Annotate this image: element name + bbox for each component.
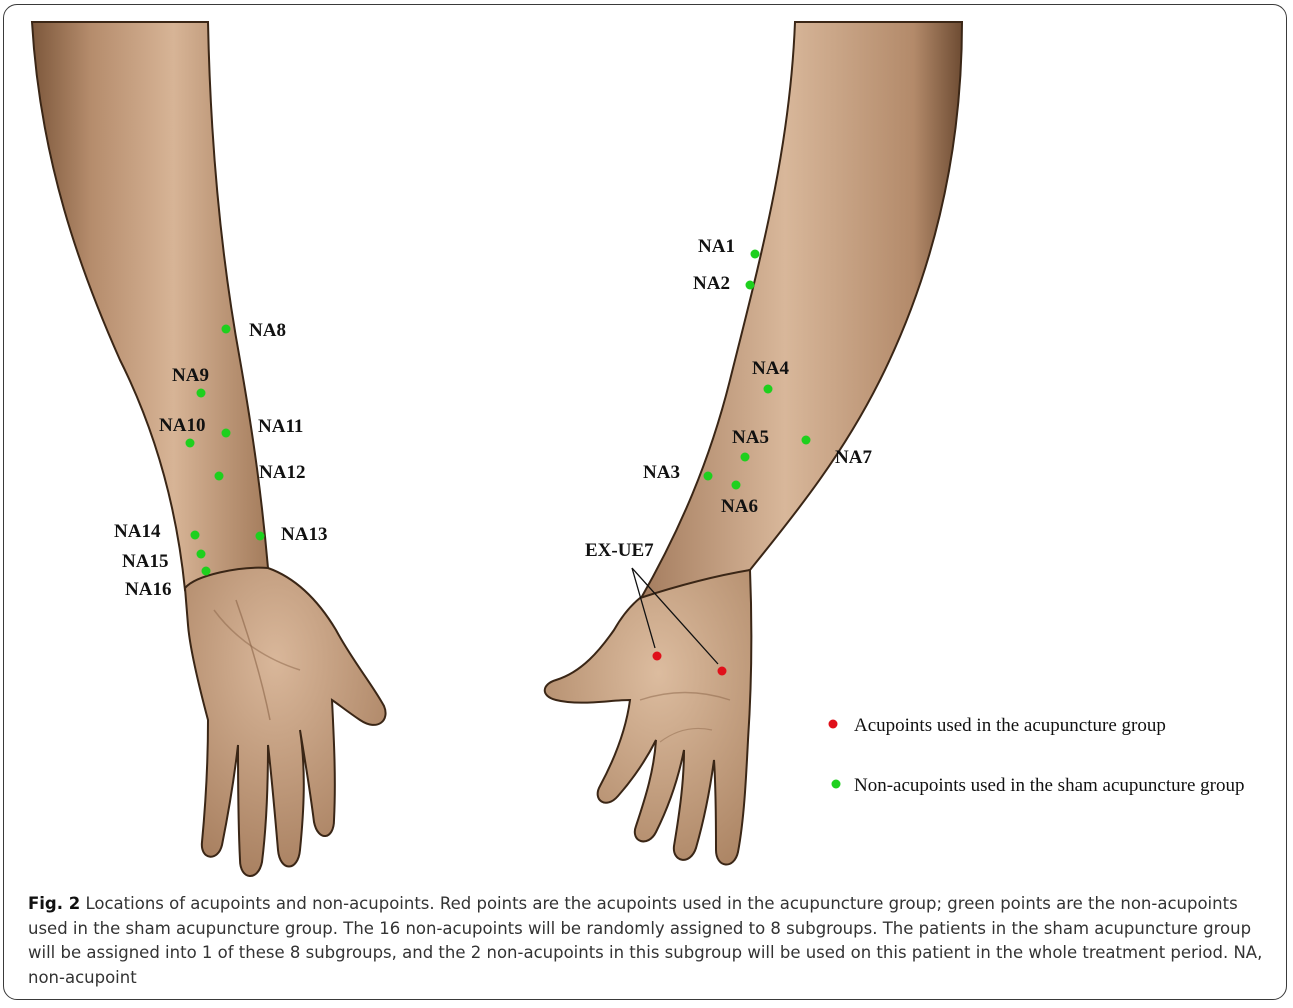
point-marker-na11 bbox=[222, 429, 231, 438]
point-label-na10: NA10 bbox=[159, 415, 205, 436]
point-label-na13: NA13 bbox=[281, 524, 327, 545]
legend-non-acupoint-marker bbox=[832, 780, 841, 789]
point-marker-na7 bbox=[802, 436, 811, 445]
acupoint-label-ex-ue7: EX-UE7 bbox=[585, 540, 654, 561]
point-label-na6: NA6 bbox=[721, 496, 758, 517]
point-label-na1: NA1 bbox=[698, 236, 735, 257]
legend-non-acupoint-text: Non-acupoints used in the sham acupunctu… bbox=[854, 775, 1244, 796]
caption-figure-number: Fig. 2 bbox=[28, 894, 80, 913]
point-label-na15: NA15 bbox=[122, 551, 168, 572]
point-marker-na6 bbox=[732, 481, 741, 490]
point-label-na8: NA8 bbox=[249, 320, 286, 341]
point-marker-na15 bbox=[197, 550, 206, 559]
point-label-na11: NA11 bbox=[258, 416, 303, 437]
point-label-na14: NA14 bbox=[114, 521, 161, 542]
left-arm bbox=[32, 22, 386, 876]
point-marker-na5 bbox=[741, 453, 750, 462]
point-label-na4: NA4 bbox=[752, 358, 789, 379]
figure-caption: Fig. 2 Locations of acupoints and non-ac… bbox=[28, 892, 1263, 990]
left-hand-shape bbox=[185, 568, 386, 876]
point-marker-na1 bbox=[751, 250, 760, 259]
point-label-na9: NA9 bbox=[172, 365, 209, 386]
point-label-na12: NA12 bbox=[259, 462, 305, 483]
point-label-na7: NA7 bbox=[835, 447, 872, 468]
right-forearm-shape bbox=[640, 22, 962, 600]
caption-text: Locations of acupoints and non-acupoints… bbox=[28, 894, 1262, 987]
left-forearm-shape bbox=[32, 22, 268, 590]
arm-illustration: NA1NA2NA3 NA4NA5NA6 NA7 NA8NA9NA10 NA11NA12N… bbox=[0, 0, 1293, 880]
legend: Acupoints used in the acupuncture group … bbox=[829, 715, 1245, 796]
acupoint-marker-ex-ue7-1 bbox=[653, 652, 662, 661]
point-label-na2: NA2 bbox=[693, 273, 730, 294]
point-marker-na9 bbox=[197, 389, 206, 398]
point-label-na16: NA16 bbox=[125, 579, 171, 600]
point-marker-na14 bbox=[191, 531, 200, 540]
right-hand-shape bbox=[545, 570, 752, 865]
point-marker-na16 bbox=[202, 567, 211, 576]
legend-acupoint-text: Acupoints used in the acupuncture group bbox=[854, 715, 1166, 736]
legend-acupoint-marker bbox=[829, 720, 838, 729]
point-label-na3: NA3 bbox=[643, 462, 680, 483]
point-label-na5: NA5 bbox=[732, 427, 769, 448]
point-marker-na13 bbox=[256, 532, 265, 541]
point-marker-na8 bbox=[222, 325, 231, 334]
point-marker-na12 bbox=[215, 472, 224, 481]
point-marker-na3 bbox=[704, 472, 713, 481]
point-marker-na2 bbox=[746, 281, 755, 290]
acupoint-marker-ex-ue7-2 bbox=[718, 667, 727, 676]
point-marker-na10 bbox=[186, 439, 195, 448]
point-marker-na4 bbox=[764, 385, 773, 394]
